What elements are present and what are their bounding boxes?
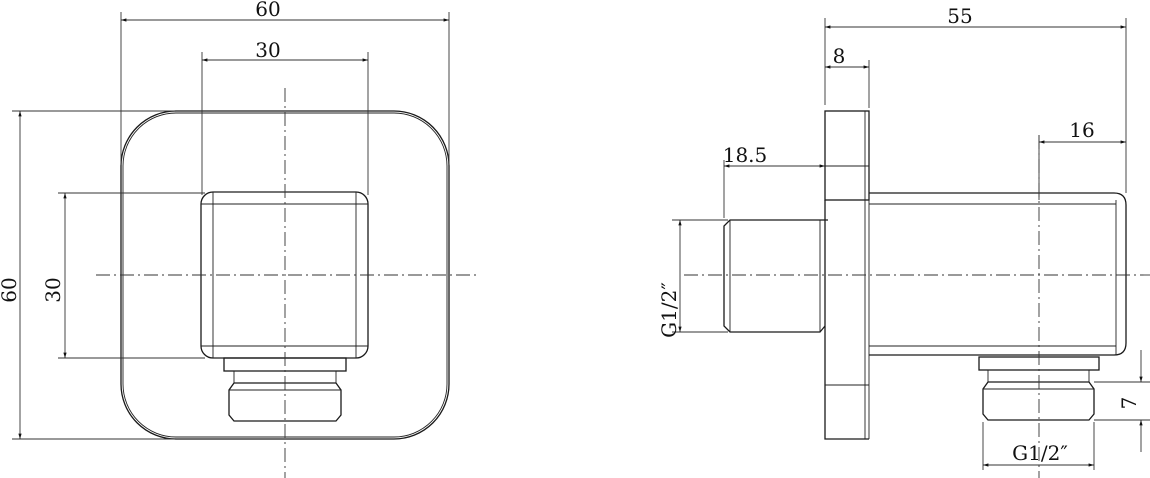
dim-outlet-thread-length: 7 — [1117, 397, 1141, 410]
outlet-body — [869, 192, 1127, 356]
dim-rear-thread-length: 18.5 — [723, 143, 768, 167]
dim-inner-height: 30 — [41, 277, 65, 302]
rear-thread — [723, 219, 828, 333]
dim-overall-width: 60 — [255, 0, 280, 21]
dim-outlet-offset: 16 — [1069, 118, 1094, 142]
dim-flange-thickness: 8 — [833, 44, 846, 68]
dim-overall-depth: 55 — [947, 4, 972, 28]
side-view: 55 8 18.5 16 G1/2″ 7 G1/2″ — [657, 4, 1150, 478]
dim-rear-thread-size: G1/2″ — [657, 282, 681, 338]
wall-flange — [824, 110, 870, 201]
outlet-thread — [228, 382, 342, 422]
front-view: 60 30 60 30 — [0, 0, 476, 478]
dim-outlet-thread-size: G1/2″ — [1012, 441, 1068, 465]
dim-inner-width: 30 — [255, 38, 280, 62]
side-outlet-thread — [982, 381, 1095, 421]
dim-overall-height: 60 — [0, 277, 21, 302]
